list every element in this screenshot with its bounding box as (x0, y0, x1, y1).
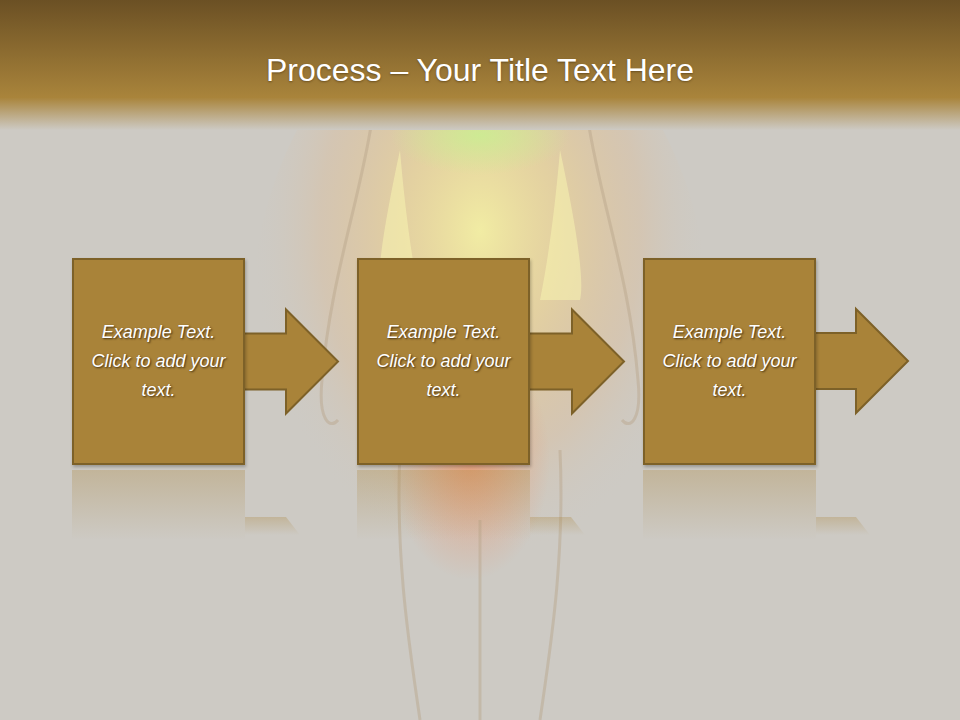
process-box: Example Text. Click to add your text. (357, 258, 530, 465)
box-text: Example Text. Click to add your text. (371, 318, 516, 405)
slide-title: Process – Your Title Text Here (0, 52, 960, 89)
box-text: Example Text. Click to add your text. (657, 318, 802, 405)
process-box: Example Text. Click to add your text. (643, 258, 816, 465)
block-arrow (529, 310, 624, 414)
block-arrow (815, 309, 908, 413)
process-box: Example Text. Click to add your text. (72, 258, 245, 465)
box-text: Example Text. Click to add your text. (86, 318, 231, 405)
block-arrow (244, 310, 338, 414)
